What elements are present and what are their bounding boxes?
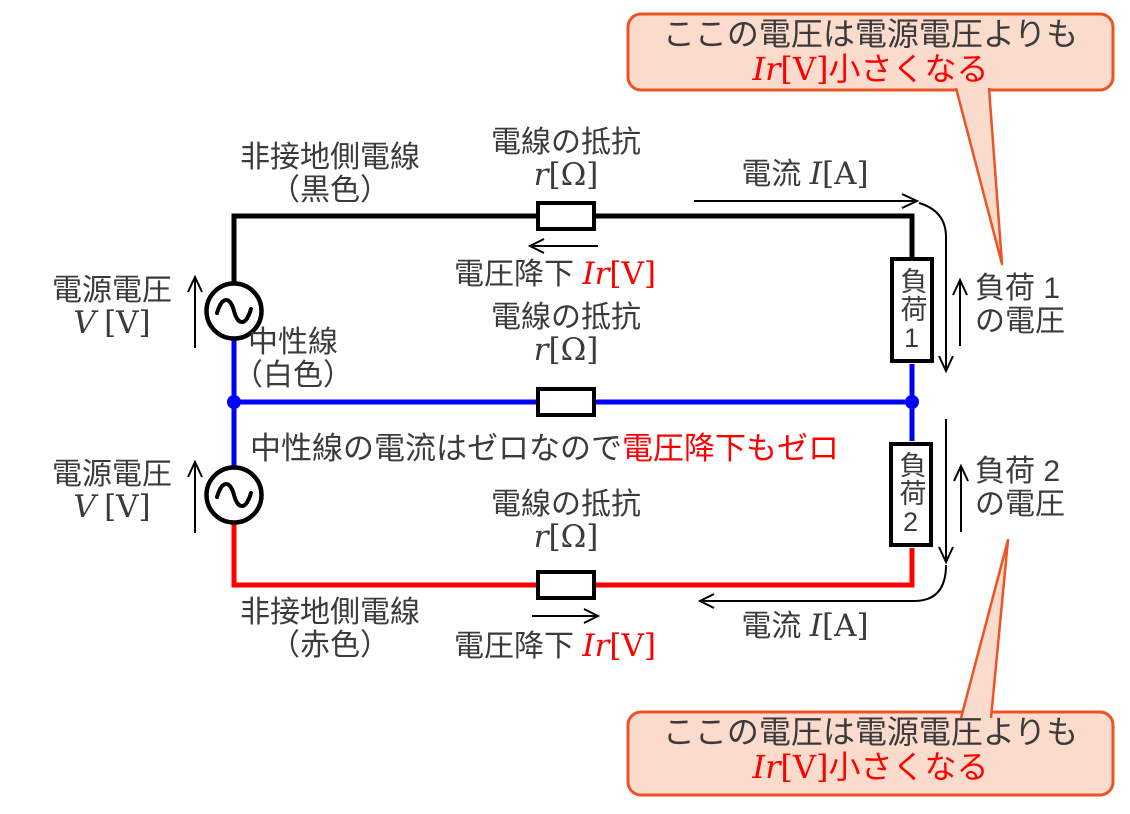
- callout-top: ここの電圧は電源電圧よりも Ir[V]小さくなる: [630, 17, 1111, 87]
- voltage-drop-bottom-label: 電圧降下 Ir[V]: [454, 628, 656, 664]
- black-wire-label: 非接地側電線 （黒色）: [240, 141, 420, 207]
- callout-top-bubble: [626, 12, 1115, 266]
- ac-source-bottom-icon: [204, 465, 264, 525]
- callout-bottom-line1: ここの電圧は電源電圧よりも: [662, 714, 1079, 750]
- load1-box: 負荷1: [890, 257, 934, 363]
- resistor-middle: [536, 387, 596, 417]
- current-top-label: 電流 I[A]: [741, 156, 869, 192]
- voltage-drop-arrow-bottom: [532, 608, 601, 624]
- callout-bottom-line2: Ir[V]小さくなる: [752, 748, 989, 786]
- current-bottom-label: 電流 I[A]: [741, 608, 869, 644]
- callout-top-line2: Ir[V]小さくなる: [752, 50, 989, 88]
- load2-voltage-arrow: [953, 463, 969, 532]
- current-arrow-bottom: [697, 419, 954, 609]
- source-top-label: 電源電圧 V [V]: [52, 274, 172, 341]
- callout-top-line1: ここの電圧は電源電圧よりも: [662, 16, 1079, 52]
- resistor-middle-label: 電線の抵抗 r[Ω]: [491, 301, 641, 368]
- resistor-bottom-label: 電線の抵抗 r[Ω]: [491, 488, 641, 555]
- source-voltage-arrow-bottom: [187, 459, 203, 533]
- voltage-drop-top-label: 電圧降下 Ir[V]: [454, 256, 656, 292]
- neutral-wire-label: 中性線 （白色）: [233, 326, 353, 392]
- callout-bottom: ここの電圧は電源電圧よりも Ir[V]小さくなる: [630, 715, 1111, 785]
- resistor-top: [536, 201, 596, 231]
- ac-source-top-icon: [204, 281, 264, 341]
- current-arrow-top: [694, 193, 954, 374]
- callout-bottom-bubble: [626, 538, 1115, 797]
- voltage-drop-arrow-top: [527, 238, 598, 254]
- resistor-top-label: 電線の抵抗 r[Ω]: [491, 126, 641, 193]
- source-bottom-label: 電源電圧 V [V]: [52, 458, 172, 525]
- load2-box: 負荷2: [889, 442, 933, 547]
- source-voltage-arrow-top: [187, 274, 203, 348]
- load1-voltage-arrow: [952, 277, 968, 346]
- neutral-current-note: 中性線の電流はゼロなので電圧降下もゼロ: [250, 431, 839, 466]
- red-wire-label: 非接地側電線 （赤色）: [240, 596, 420, 662]
- resistor-bottom: [536, 570, 596, 600]
- load1-voltage-label: 負荷 1 の電圧: [975, 272, 1065, 338]
- junction-dot-right: [905, 395, 919, 409]
- load2-voltage-label: 負荷 2 の電圧: [975, 455, 1065, 521]
- junction-dot-left: [227, 395, 241, 409]
